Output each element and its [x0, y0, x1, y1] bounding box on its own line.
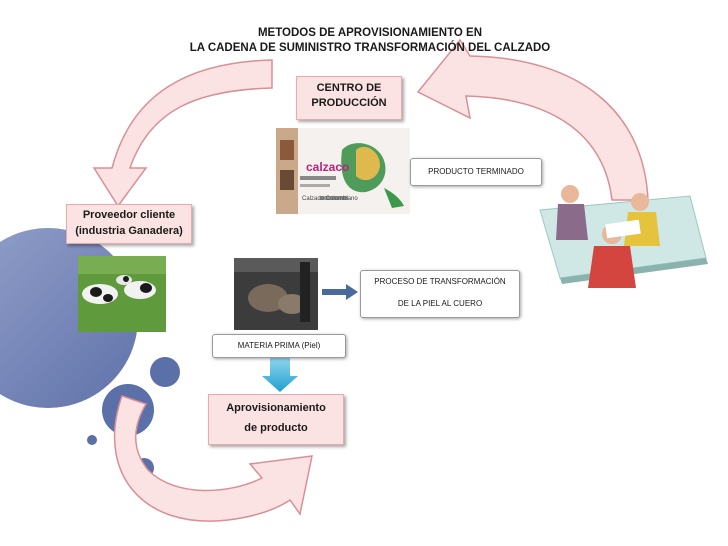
raw-material-photo [234, 258, 318, 330]
calzado-subtitle-text: Calzado Colombiano [302, 196, 358, 202]
aprovisionamiento-box: Aprovisionamiento de producto [208, 394, 344, 445]
centro-line-1: CENTRO DE [316, 82, 382, 94]
cows-photo [78, 256, 166, 332]
producto-terminado-label: PRODUCTO TERMINADO [428, 167, 524, 176]
curved-arrow-top-right [416, 38, 649, 201]
proceso-line-2: DE LA PIEL AL CUERO [397, 299, 483, 308]
meeting-illustration [539, 185, 708, 288]
proceso-line-1: PROCESO DE TRANSFORMACIÓN [374, 277, 506, 286]
title-line-1: METODOS DE APROVISIONAMIENTO EN [257, 27, 483, 39]
materia-prima-label: MATERIA PRIMA (Piel) [237, 341, 321, 350]
calzado-logo-text: calzaco [306, 160, 350, 174]
aprovisionamiento-line-1: Aprovisionamiento [226, 402, 326, 414]
page-title: METODOS DE APROVISIONAMIENTO EN LA CADEN… [150, 26, 590, 56]
calzado-subtitle: Calzado Colombiano [302, 196, 358, 202]
materia-prima-box: MATERIA PRIMA (Piel) [212, 334, 346, 358]
down-arrow-icon [262, 358, 298, 392]
aprovisionamiento-line-2: de producto [244, 422, 308, 434]
title-line-2: LA CADENA DE SUMINISTRO TRANSFORMACIÓN D… [189, 42, 551, 54]
producto-terminado-box: PRODUCTO TERMINADO [410, 158, 542, 186]
decor-circle-tiny [87, 435, 97, 445]
proceso-transformacion-box: PROCESO DE TRANSFORMACIÓN DE LA PIEL AL … [360, 270, 520, 318]
proveedor-line-1: Proveedor cliente [82, 209, 176, 221]
calzado-logo: calzaco [306, 160, 349, 174]
curved-arrow-bottom-left [113, 395, 313, 522]
arrow-to-proceso [322, 284, 358, 300]
proveedor-cliente-box: Proveedor cliente (industria Ganadera) [66, 204, 192, 244]
footwear-collage [276, 128, 410, 214]
centro-produccion-box: CENTRO DE PRODUCCIÓN [296, 76, 402, 120]
centro-line-2: PRODUCCIÓN [311, 97, 387, 109]
decor-circle-small [150, 357, 180, 387]
proveedor-line-2: (industria Ganadera) [75, 225, 183, 237]
curved-arrow-top-left [92, 59, 273, 208]
